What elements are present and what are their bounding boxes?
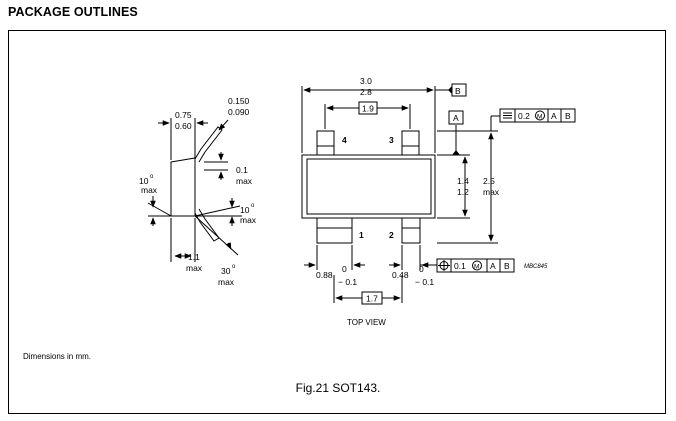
angle-bottom-value: 30 xyxy=(221,266,231,276)
lead2-tol-lower: − 0.1 xyxy=(415,277,434,287)
pin-4-label: 4 xyxy=(342,135,347,145)
body-min: 1.2 xyxy=(457,187,469,197)
pin-1-label: 1 xyxy=(359,230,364,240)
tol-bottom-mmc: M xyxy=(474,264,479,271)
page-heading: PACKAGE OUTLINES xyxy=(8,5,138,19)
tol-top-mmc: M xyxy=(537,114,542,121)
angle-left-max: max xyxy=(141,185,158,195)
dim-thickness-max: 0.150 xyxy=(228,96,250,106)
tol-top-datum-a: A xyxy=(551,111,557,121)
lead2-tol-upper: 0 xyxy=(419,264,424,274)
drawing-code: MBC845 xyxy=(524,264,548,270)
tol-bottom-datum-a: A xyxy=(490,261,496,271)
pin-2-label: 2 xyxy=(389,230,394,240)
datum-b-box xyxy=(451,83,467,97)
datum-b-label: B xyxy=(455,86,461,96)
angle-right-max: max xyxy=(240,215,257,225)
top-view xyxy=(301,86,500,303)
pitch-box xyxy=(358,101,378,115)
angle-left-degree: o xyxy=(150,174,154,180)
angle-bottom-degree: o xyxy=(232,264,236,270)
side-view xyxy=(147,118,242,262)
units-note: Dimensions in mm. xyxy=(23,352,92,361)
angle-right-value: 10 xyxy=(240,205,250,215)
lead2-width: 0.48 xyxy=(392,270,409,280)
lead1-tol-lower: − 0.1 xyxy=(338,277,357,287)
lead1-tol-upper: 0 xyxy=(342,264,347,274)
tol-top-datum-b: B xyxy=(565,111,571,121)
figure-caption: Fig.21 SOT143. xyxy=(295,381,381,395)
width-min: 2.8 xyxy=(360,87,372,97)
lead-span-label: 1.7 xyxy=(366,294,378,304)
lead1-width: 0.88 xyxy=(316,270,333,280)
dim-thickness-min: 0.090 xyxy=(228,107,250,117)
height-max: 2.5 xyxy=(483,176,495,186)
lead-span-box xyxy=(361,291,383,305)
width-max: 3.0 xyxy=(360,76,372,86)
dim-bottom-max: max xyxy=(186,263,203,273)
pin-3-label: 3 xyxy=(389,135,394,145)
dim-right-max: max xyxy=(236,176,253,186)
dim-top-min: 0.60 xyxy=(175,121,192,131)
tolerance-frame-top xyxy=(499,108,576,123)
side-view-body xyxy=(170,157,196,217)
pitch-label: 1.9 xyxy=(362,104,374,114)
datum-a-label: A xyxy=(453,113,459,123)
tolerance-frame-bottom xyxy=(436,258,515,273)
top-view-labels: 3.0 2.8 B 1.9 A 0.2 M A B 2.5 max 1.4 1.… xyxy=(316,76,571,327)
angle-left-value: 10 xyxy=(139,176,149,186)
package-body xyxy=(301,154,436,219)
height-unit: max xyxy=(483,187,500,197)
tol-bottom-value: 0.1 xyxy=(454,261,466,271)
angle-right-degree: o xyxy=(251,203,255,209)
tol-bottom-datum-b: B xyxy=(504,261,510,271)
dim-top-max: 0.75 xyxy=(175,110,192,120)
dim-bottom-value: 1.1 xyxy=(188,252,200,262)
top-view-caption: TOP VIEW xyxy=(347,318,386,327)
side-view-lead-top xyxy=(194,126,223,163)
tol-top-value: 0.2 xyxy=(518,111,530,121)
datum-a-box xyxy=(448,110,464,125)
side-view-labels: 0.75 0.60 0.150 0.090 0.1 max 10 o max 1… xyxy=(139,96,257,287)
angle-bottom-max: max xyxy=(218,277,235,287)
dim-right-value: 0.1 xyxy=(236,165,248,175)
body-max: 1.4 xyxy=(457,176,469,186)
drawing-frame xyxy=(8,30,666,414)
